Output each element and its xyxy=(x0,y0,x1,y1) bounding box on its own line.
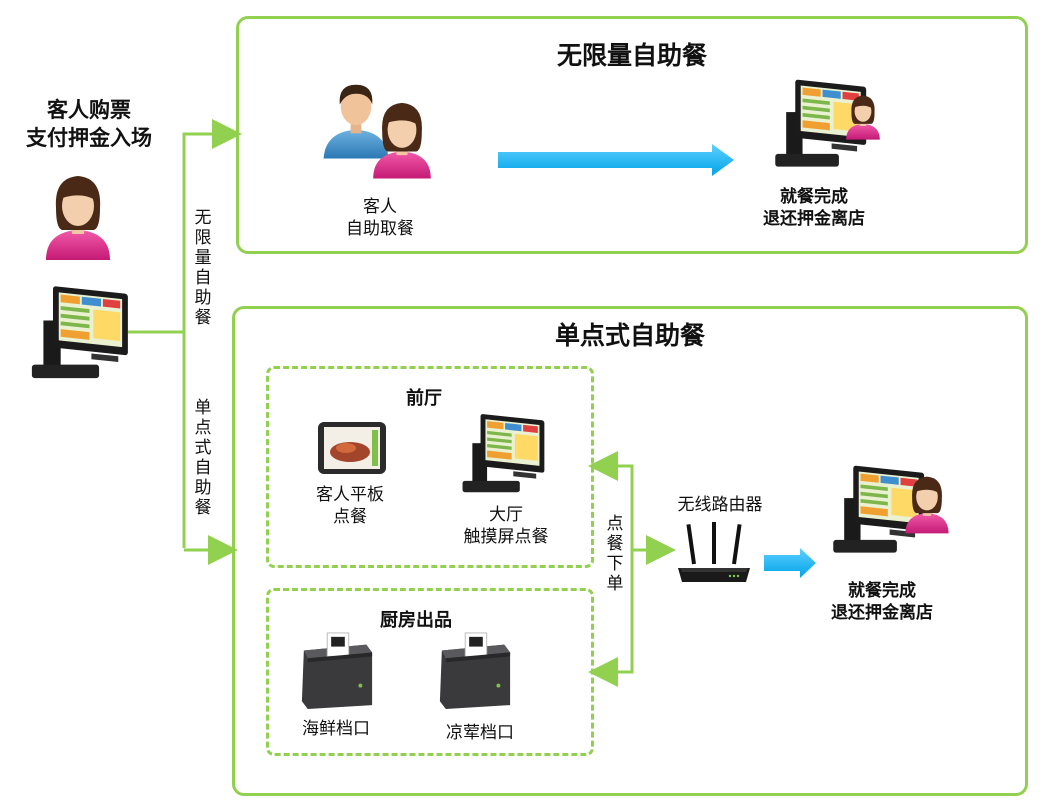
flow-arrow-icon xyxy=(764,548,816,578)
touch-line2: 触摸屏点餐 xyxy=(463,527,549,547)
pos-terminal-icon xyxy=(24,284,130,380)
branch-label-single: 单点式自助餐 xyxy=(194,398,212,518)
tablet-line1: 客人平板 xyxy=(316,485,384,505)
guest-line1: 客人 xyxy=(363,197,397,217)
single-done-line2: 退还押金离店 xyxy=(831,603,933,623)
router-label: 无线路由器 xyxy=(677,495,763,515)
kitchen-box xyxy=(266,588,594,756)
left-title: 客人购票 支付押金入场 xyxy=(4,96,174,152)
front-hall-box xyxy=(266,366,594,568)
flow-arrow-icon xyxy=(498,144,734,176)
touch-line1: 大厅 xyxy=(489,505,523,525)
woman-icon xyxy=(900,472,954,534)
unlimited-buffet-title: 无限量自助餐 xyxy=(556,41,707,70)
tablet-icon xyxy=(318,422,386,474)
woman-icon xyxy=(366,96,438,180)
printer-icon xyxy=(436,630,514,710)
unlimited-done-line2: 退还押金离店 xyxy=(763,209,865,229)
single-buffet-title: 单点式自助餐 xyxy=(554,321,705,350)
branch-label-unlimited: 无限量自助餐 xyxy=(194,208,212,328)
tablet-line2: 点餐 xyxy=(333,507,367,527)
pos-terminal-icon xyxy=(456,412,546,494)
kitchen-title: 厨房出品 xyxy=(380,610,452,631)
order-placed-label: 点餐下单 xyxy=(606,514,624,594)
unlimited-done-label: 就餐完成 退还押金离店 xyxy=(744,186,884,230)
seafood-station-label: 海鲜档口 xyxy=(302,719,370,739)
single-buffet-box xyxy=(232,306,1028,796)
unlimited-buffet-box xyxy=(236,16,1028,254)
guest-line2: 自助取餐 xyxy=(346,219,414,239)
woman-icon xyxy=(842,92,884,140)
single-done-label: 就餐完成 退还押金离店 xyxy=(812,580,952,624)
woman-icon xyxy=(38,170,118,260)
tablet-order-label: 客人平板 点餐 xyxy=(290,484,410,528)
cold-dish-station-label: 凉荤档口 xyxy=(446,723,514,743)
printer-icon xyxy=(298,630,376,710)
left-title-line1: 客人购票 xyxy=(47,98,131,122)
guest-self-serve-label: 客人 自助取餐 xyxy=(320,196,440,240)
touchscreen-order-label: 大厅 触摸屏点餐 xyxy=(436,504,576,548)
left-title-line2: 支付押金入场 xyxy=(26,126,152,150)
front-hall-title: 前厅 xyxy=(406,388,442,409)
router-icon xyxy=(678,522,750,582)
single-done-line1: 就餐完成 xyxy=(848,581,916,601)
unlimited-done-line1: 就餐完成 xyxy=(780,187,848,207)
